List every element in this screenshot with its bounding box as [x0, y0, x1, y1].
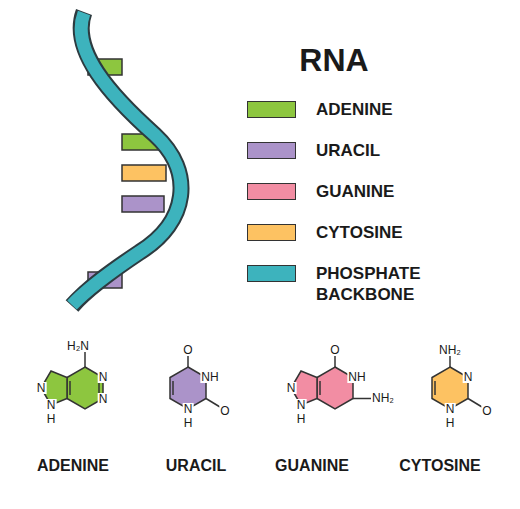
- atom-label: N: [296, 399, 307, 411]
- atom-label: N: [183, 403, 194, 415]
- atom-label: H₂N: [66, 340, 90, 352]
- atom-label: O: [329, 344, 340, 356]
- legend-swatch: [247, 265, 296, 282]
- atom-label: H: [183, 417, 194, 429]
- base-name: GUANINE: [275, 457, 349, 475]
- atom-label: N: [36, 382, 47, 394]
- atom-label: N: [98, 393, 109, 405]
- atom-label: O: [481, 405, 492, 417]
- legend-text: CYTOSINE: [316, 222, 466, 243]
- legend-swatch: [247, 142, 296, 159]
- atom-label: N: [463, 371, 474, 383]
- phosphate-backbone: [72, 13, 181, 305]
- atom-label: NH₂: [371, 392, 395, 404]
- base-name: ADENINE: [37, 457, 109, 475]
- legend-swatch: [247, 101, 296, 118]
- legend-text: PHOSPHATE BACKBONE: [316, 263, 466, 305]
- atom-label: NH: [200, 371, 219, 383]
- atom-label: NH: [347, 371, 366, 383]
- base-name: URACIL: [166, 457, 226, 475]
- atom-label: H: [46, 413, 57, 425]
- cytosine-structure: [432, 355, 482, 409]
- atom-label: NH₂: [438, 344, 462, 356]
- legend-text: ADENINE: [316, 99, 466, 120]
- uracil-structure: [170, 355, 220, 409]
- diagram-title: RNA: [299, 42, 368, 79]
- atom-label: N: [98, 371, 109, 383]
- backbone-outline: [72, 12, 181, 306]
- atom-label: O: [182, 344, 193, 356]
- atom-label: H: [296, 413, 307, 425]
- atom-label: N: [445, 403, 456, 415]
- atom-label: N: [286, 382, 297, 394]
- base-cytosine: [122, 165, 166, 181]
- atom-label: N: [46, 399, 57, 411]
- legend-text: GUANINE: [316, 181, 466, 202]
- atom-label: H: [445, 417, 456, 429]
- legend-swatch: [247, 183, 296, 200]
- legend-text: URACIL: [316, 140, 466, 161]
- base-name: CYTOSINE: [399, 457, 481, 475]
- base-uracil: [122, 196, 164, 212]
- atom-label: O: [219, 405, 230, 417]
- legend-swatch: [247, 224, 296, 241]
